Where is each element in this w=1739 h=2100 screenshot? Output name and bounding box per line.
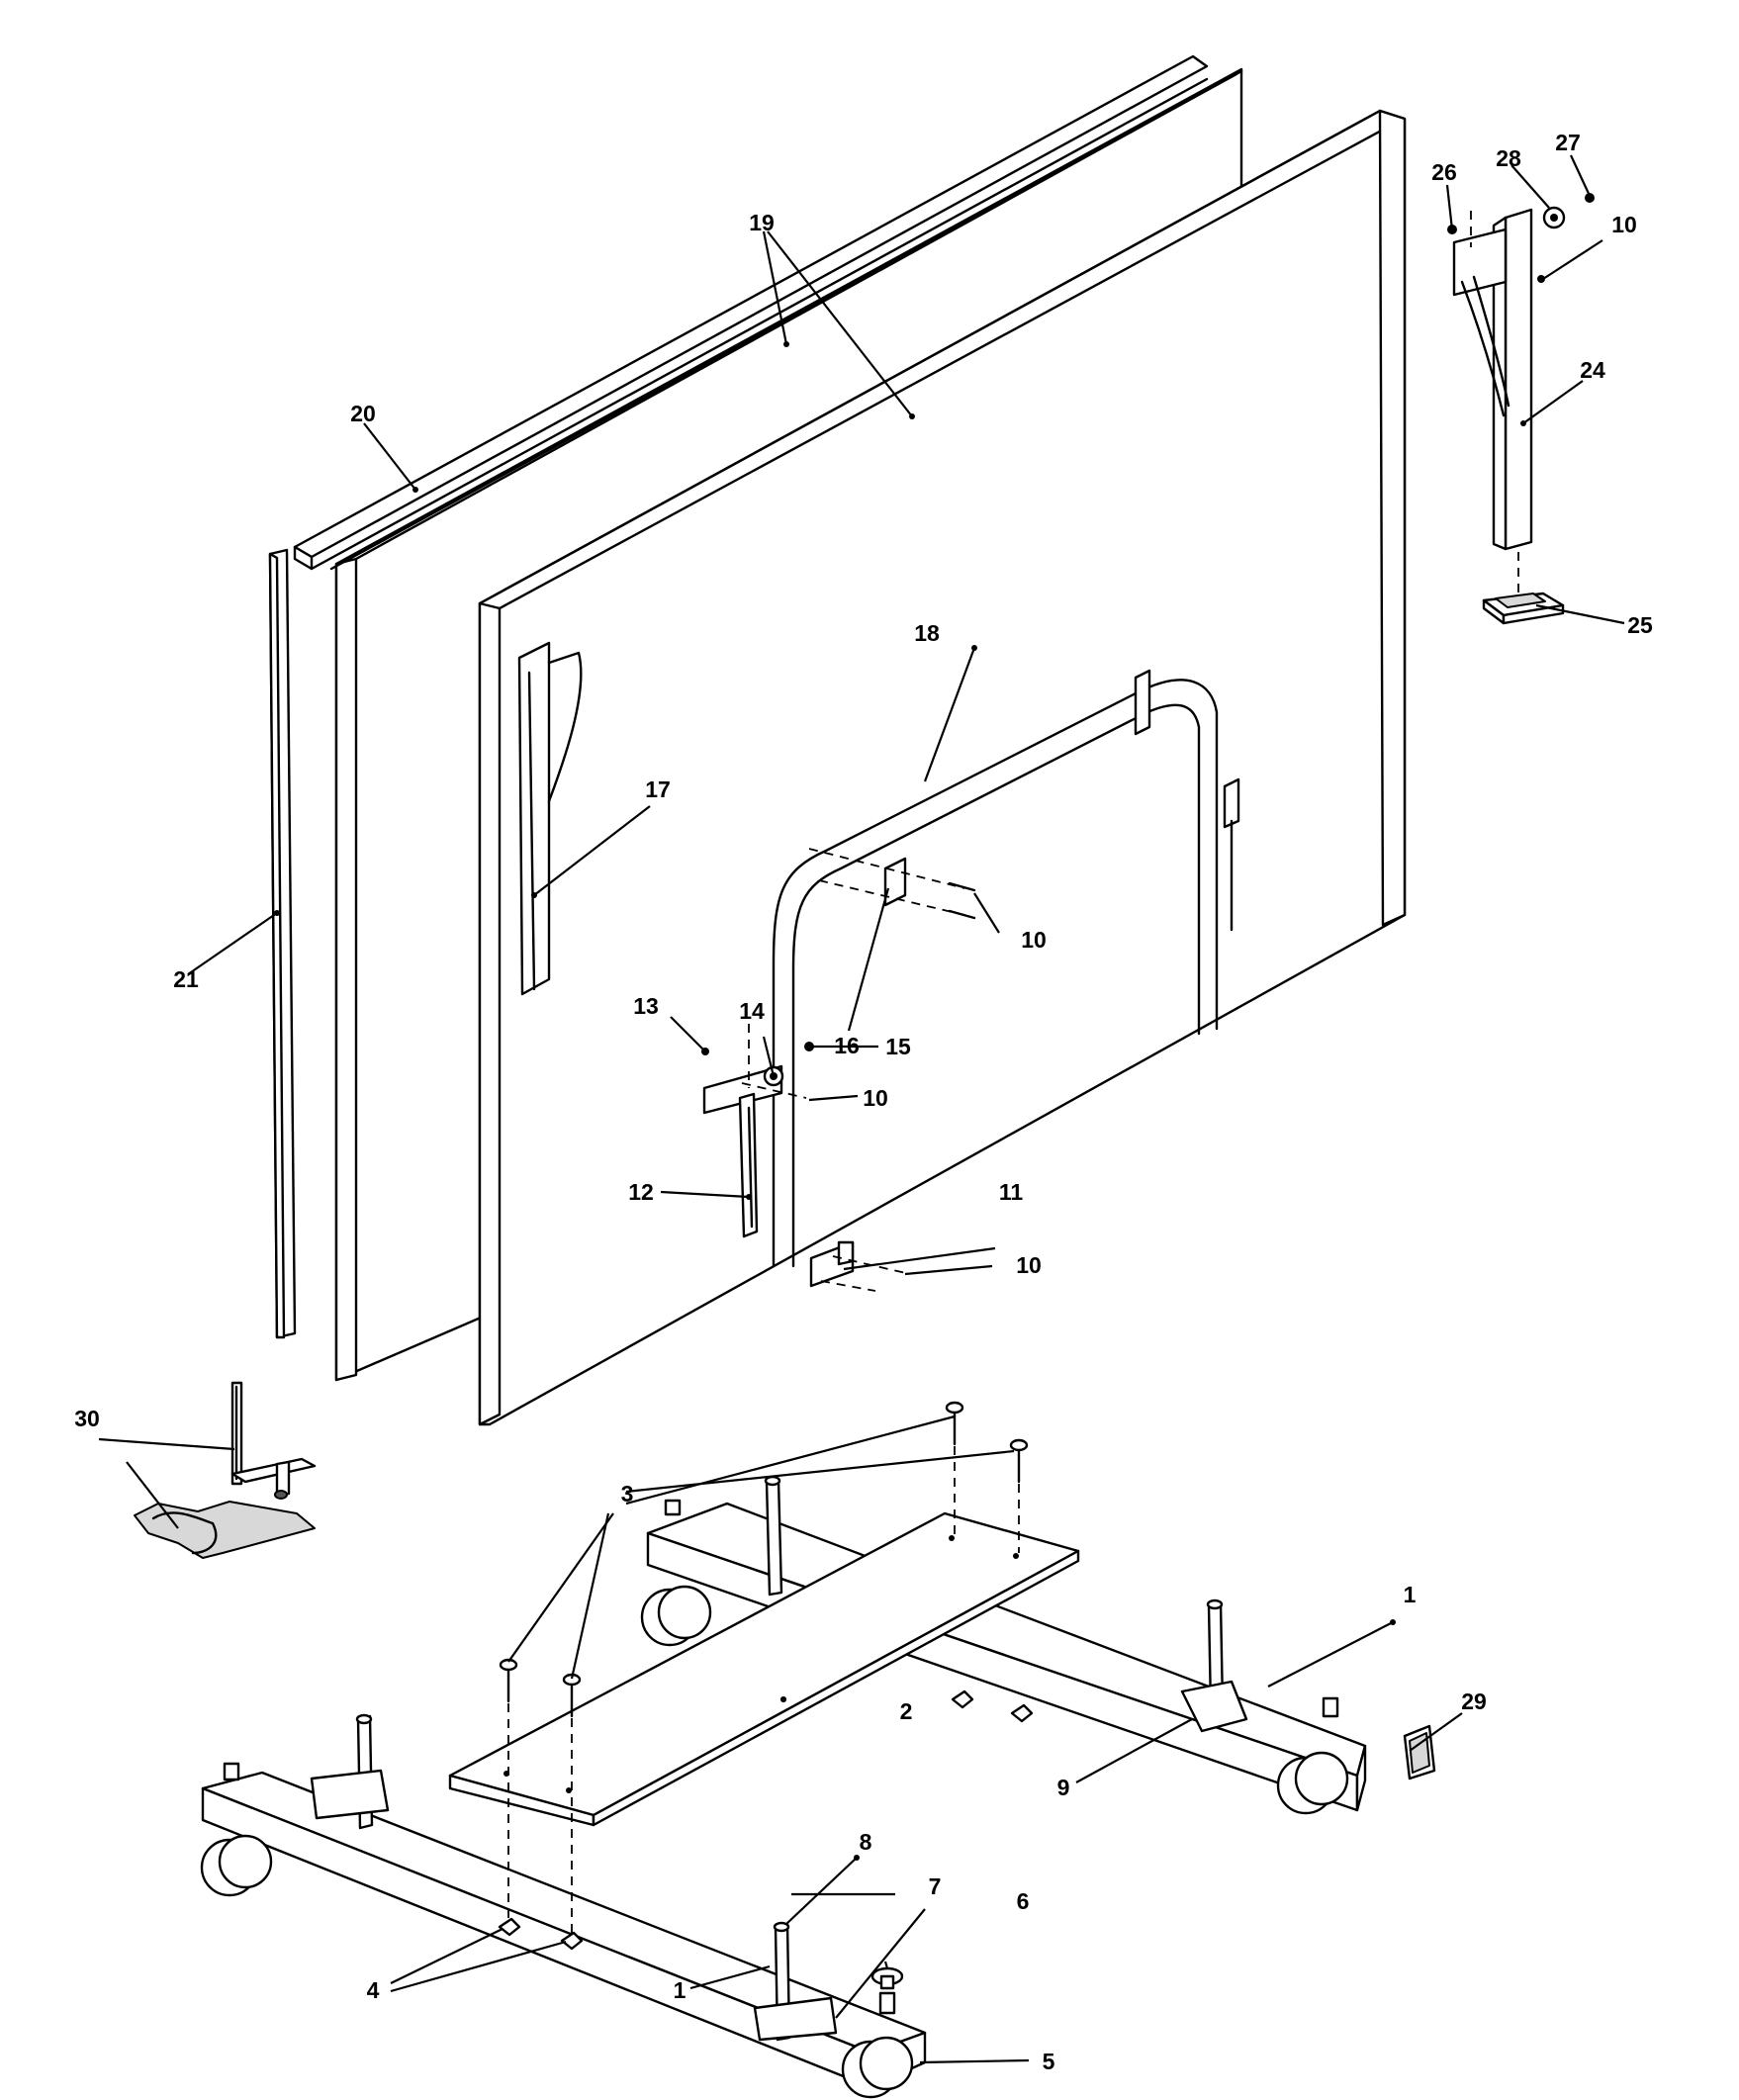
label-15: 15	[885, 1034, 911, 1059]
label-14: 14	[739, 998, 765, 1024]
base-frame	[200, 1401, 1436, 2099]
label-2: 2	[900, 1698, 913, 1724]
label-10-latch: 10	[863, 1085, 888, 1111]
label-25: 25	[1627, 612, 1653, 638]
support-u-bar	[772, 669, 1219, 1268]
label-21: 21	[173, 966, 199, 992]
label-28: 28	[1496, 145, 1521, 171]
label-10-clip: 10	[1016, 1252, 1042, 1278]
side-edge-strip	[268, 548, 297, 1339]
label-13: 13	[633, 993, 659, 1019]
part-labels: 1 1 2 3 4 5 6 7 8 9 10 10 10 10 11 12 13…	[74, 130, 1653, 2074]
label-24: 24	[1580, 357, 1605, 383]
label-20: 20	[350, 401, 376, 426]
label-10-leg: 10	[1611, 212, 1637, 237]
label-1-rear: 1	[1404, 1582, 1417, 1607]
support-bracket	[134, 1381, 317, 1559]
label-7: 7	[929, 1873, 942, 1899]
label-3: 3	[621, 1481, 634, 1507]
label-11: 11	[999, 1179, 1024, 1205]
label-8: 8	[860, 1829, 872, 1855]
leader-lines	[98, 154, 1625, 2064]
label-5: 5	[1043, 2049, 1055, 2074]
label-10-bracket: 10	[1021, 927, 1047, 953]
label-1-front: 1	[674, 1977, 686, 2003]
label-29: 29	[1461, 1689, 1487, 1714]
label-6: 6	[1017, 1888, 1030, 1914]
label-27: 27	[1555, 130, 1581, 155]
leader-dots	[274, 341, 1526, 1861]
corner-leg	[1447, 193, 1595, 625]
label-9: 9	[1057, 1775, 1070, 1800]
label-17: 17	[645, 776, 671, 802]
label-19: 19	[749, 210, 775, 235]
label-12: 12	[628, 1179, 654, 1205]
label-26: 26	[1431, 159, 1457, 185]
label-18: 18	[914, 620, 940, 646]
label-16: 16	[834, 1033, 860, 1058]
label-4: 4	[367, 1977, 380, 2003]
latch-assembly	[701, 1024, 814, 1238]
label-30: 30	[74, 1406, 100, 1431]
